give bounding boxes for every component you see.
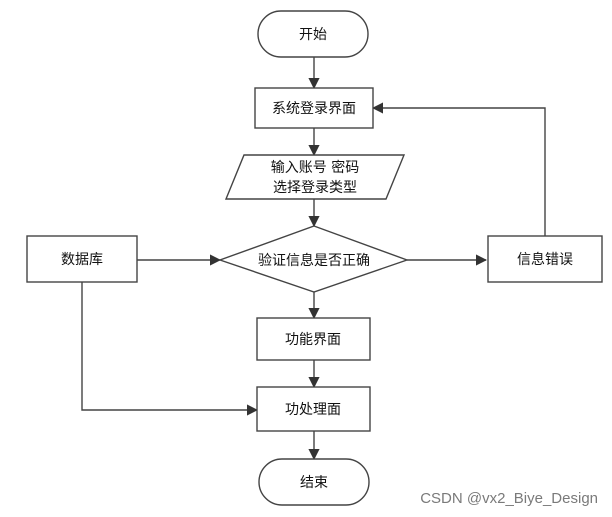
start-node — [257, 10, 369, 58]
process-node — [256, 386, 371, 432]
error-node-label: 信息错误 — [517, 251, 573, 268]
decision-node-label: 验证信息是否正确 — [258, 252, 370, 269]
decision-node — [217, 225, 410, 293]
watermark: CSDN @vx2_Biye_Design — [420, 490, 598, 507]
process-node-label: 功处理面 — [285, 402, 341, 418]
end-node-label: 结束 — [300, 475, 328, 491]
edge-database-process — [81, 282, 259, 416]
database-node-label: 数据库 — [61, 252, 103, 268]
start-node-label: 开始 — [299, 27, 327, 43]
function-node — [256, 317, 371, 361]
input-node — [224, 154, 406, 200]
function-node-label: 功能界面 — [285, 332, 341, 348]
input-node-label-line1: 输入账号 密码 — [271, 159, 359, 176]
login-node-label: 系统登录界面 — [272, 101, 356, 117]
end-node — [258, 458, 370, 506]
input-node-label-line2: 选择登录类型 — [273, 180, 357, 196]
login-node — [254, 87, 374, 129]
edge-error-login — [371, 102, 546, 236]
error-node — [487, 235, 603, 283]
database-node — [26, 235, 138, 283]
